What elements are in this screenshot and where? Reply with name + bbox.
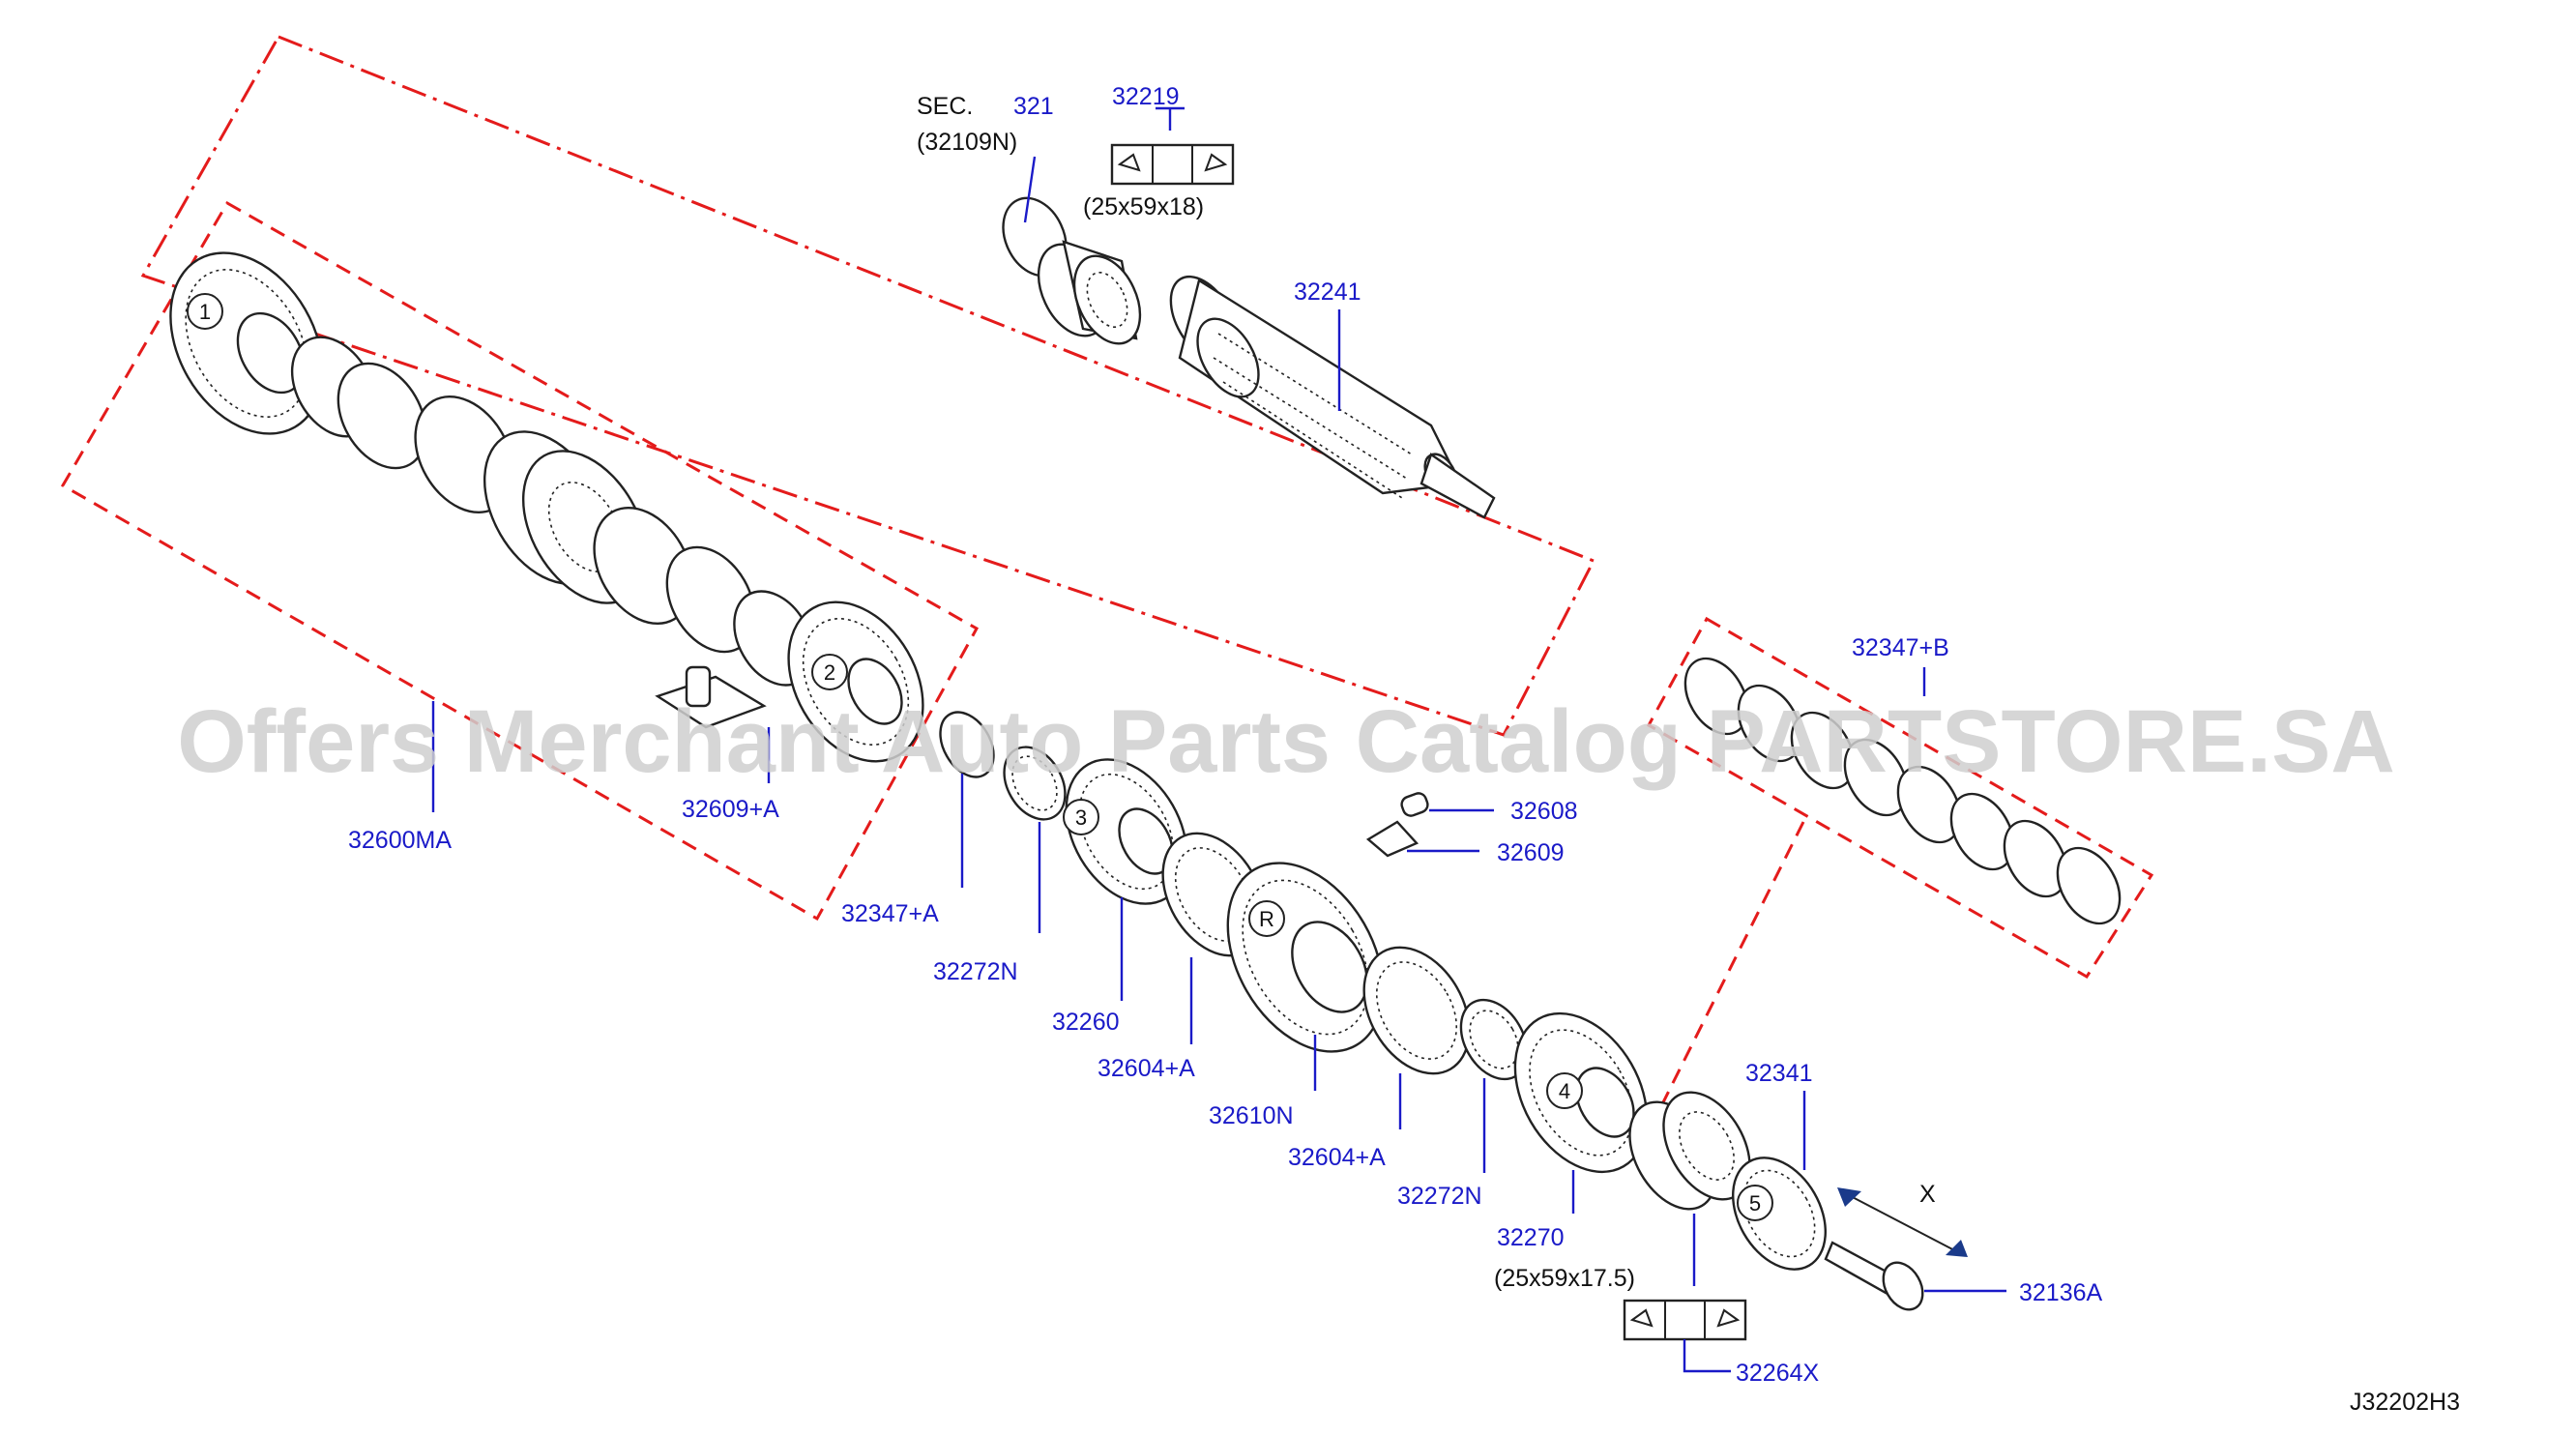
spring-32608 bbox=[1400, 792, 1429, 817]
main-shaft-32241 bbox=[1169, 275, 1496, 519]
svg-text:R: R bbox=[1259, 907, 1274, 931]
leader-lines bbox=[431, 106, 2006, 1373]
label-32241[interactable]: 32241 bbox=[1294, 278, 1361, 306]
section-link-321[interactable]: 321 bbox=[1013, 93, 1054, 120]
shim-rings-32347B bbox=[1683, 657, 2122, 925]
svg-text:2: 2 bbox=[824, 660, 835, 685]
label-32264X[interactable]: 32264X bbox=[1736, 1360, 1820, 1387]
callout-R: R bbox=[1248, 900, 1285, 937]
insert-key-32609A bbox=[655, 665, 767, 729]
dimension-x-marker bbox=[1837, 1187, 1968, 1257]
label-32608[interactable]: 32608 bbox=[1510, 798, 1578, 825]
svg-text:5: 5 bbox=[1749, 1191, 1761, 1215]
plate-32609 bbox=[1365, 820, 1420, 858]
callout-5: 5 bbox=[1737, 1185, 1773, 1221]
gear-2 bbox=[787, 600, 924, 763]
needle-bearing-32272N-a bbox=[1003, 746, 1067, 821]
callout-1: 1 bbox=[187, 293, 223, 330]
diagram-code: J32202H3 bbox=[2350, 1389, 2460, 1416]
ring-b bbox=[337, 362, 427, 470]
callout-4: 4 bbox=[1546, 1072, 1583, 1109]
label-32341[interactable]: 32341 bbox=[1745, 1060, 1813, 1087]
kit-boundary-leader bbox=[1656, 821, 1805, 1113]
bolt-32136A bbox=[1824, 1241, 1924, 1311]
label-32347A[interactable]: 32347+A bbox=[841, 900, 939, 927]
section-sub-32109N: (32109N) bbox=[917, 129, 1017, 156]
kit-boundary-32347B bbox=[1646, 616, 2154, 980]
bearing-symbol-top bbox=[1110, 143, 1235, 186]
label-32219[interactable]: 32219 bbox=[1112, 83, 1180, 110]
watermark: Offers Merchant Auto Parts Catalog PARTS… bbox=[177, 692, 2395, 791]
assembly-boundary-upper bbox=[140, 35, 1596, 737]
label-32610N[interactable]: 32610N bbox=[1209, 1102, 1294, 1129]
label-32260[interactable]: 32260 bbox=[1052, 1009, 1120, 1036]
label-32272N-b[interactable]: 32272N bbox=[1397, 1183, 1482, 1210]
label-32604A-a[interactable]: 32604+A bbox=[1098, 1055, 1195, 1082]
bearing-bottom-dims: (25x59x17.5) bbox=[1494, 1265, 1635, 1292]
label-32270[interactable]: 32270 bbox=[1497, 1224, 1565, 1251]
svg-text:4: 4 bbox=[1559, 1079, 1570, 1103]
label-32272N-a[interactable]: 32272N bbox=[933, 958, 1018, 985]
bearing-symbol-bottom bbox=[1623, 1299, 1747, 1341]
section-prefix: SEC. bbox=[917, 93, 973, 120]
label-32347B[interactable]: 32347+B bbox=[1852, 634, 1949, 661]
label-32609A[interactable]: 32609+A bbox=[682, 796, 779, 823]
label-32609[interactable]: 32609 bbox=[1497, 839, 1565, 866]
baulk-ring-32604A-b bbox=[1362, 946, 1471, 1075]
callout-2: 2 bbox=[811, 654, 848, 690]
label-32600MA[interactable]: 32600MA bbox=[348, 827, 452, 854]
svg-text:3: 3 bbox=[1075, 805, 1087, 830]
label-32136A[interactable]: 32136A bbox=[2019, 1279, 2103, 1306]
bearing-top-dims: (25x59x18) bbox=[1083, 193, 1204, 220]
callout-3: 3 bbox=[1063, 799, 1099, 835]
svg-text:1: 1 bbox=[199, 300, 211, 324]
kit-boundary-32600MA bbox=[60, 200, 980, 922]
bearing-32264X bbox=[1628, 1091, 1751, 1211]
dimension-x-label: X bbox=[1919, 1181, 1936, 1208]
shim-32347A bbox=[939, 711, 995, 778]
bearing-32219 bbox=[1037, 240, 1142, 345]
needle-bearing-32272N-b bbox=[1459, 998, 1529, 1081]
label-32604A-b[interactable]: 32604+A bbox=[1288, 1144, 1386, 1171]
